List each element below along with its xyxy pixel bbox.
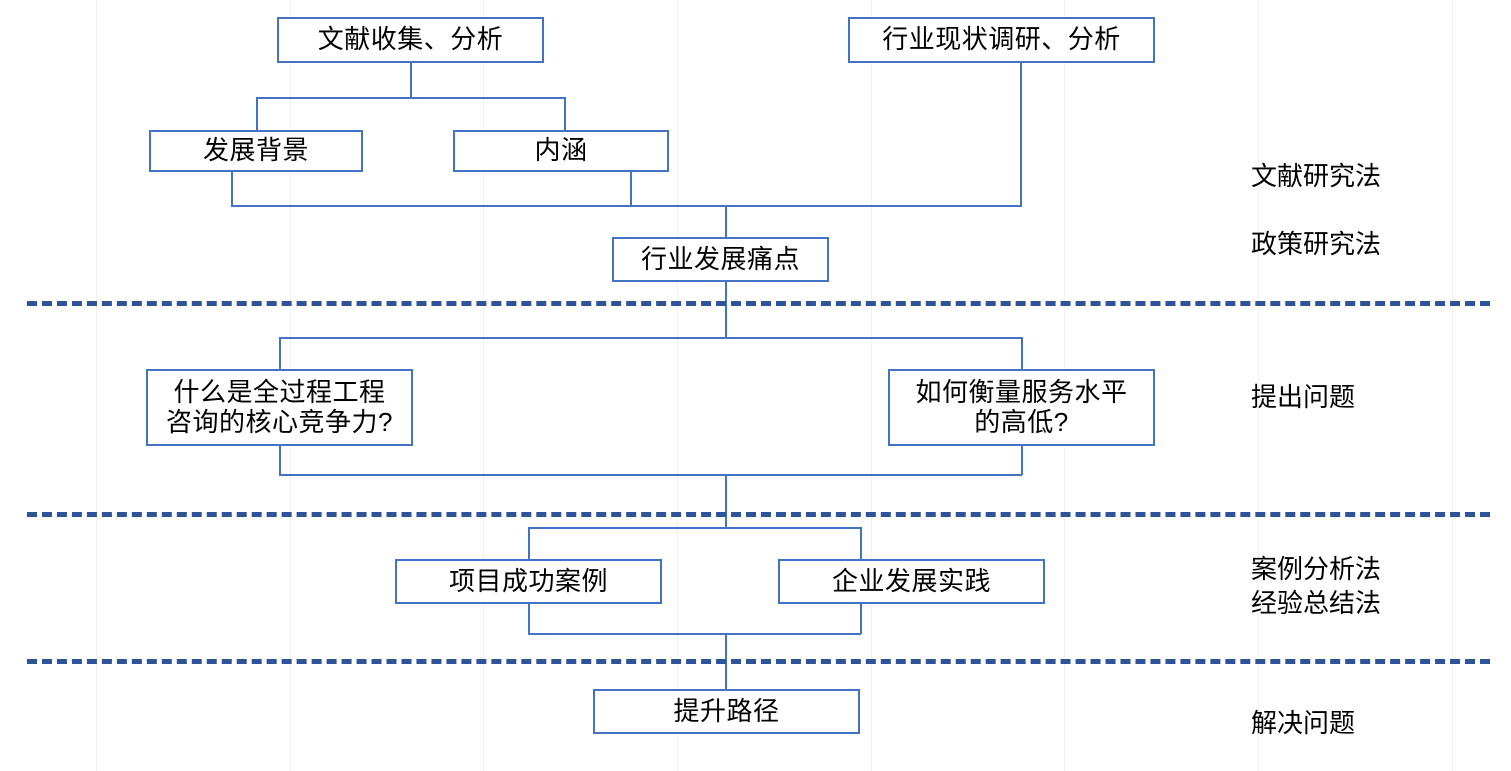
grid-line [1258, 0, 1259, 771]
connector-industry-down [1020, 61, 1022, 207]
connector-to-background [256, 97, 258, 133]
node-industry-survey[interactable]: 行业现状调研、分析 [848, 17, 1155, 63]
node-label: 行业现状调研、分析 [882, 24, 1121, 55]
connector-to-question-core [279, 337, 281, 370]
node-label-line1: 如何衡量服务水平 [915, 376, 1128, 407]
connector-lit-split [256, 97, 566, 99]
connector-to-practice [860, 527, 862, 559]
connector-question-core-down [279, 445, 281, 475]
connector-to-connotation [564, 97, 566, 133]
connector-background-down [231, 170, 233, 207]
connector-connotation-down [630, 170, 632, 207]
node-question-level[interactable]: 如何衡量服务水平 的高低? [888, 369, 1155, 446]
grid-line [871, 0, 872, 771]
connector-merge-pain [231, 205, 1022, 207]
node-label: 文献收集、分析 [317, 24, 504, 55]
grid-line [1452, 0, 1453, 771]
connector-pain-down [725, 281, 727, 339]
connector-lit-down [410, 61, 412, 99]
node-background[interactable]: 发展背景 [149, 130, 363, 172]
node-label-line2: 的高低? [974, 406, 1069, 437]
node-lit-review[interactable]: 文献收集、分析 [277, 17, 544, 63]
connector-merge-cases [528, 633, 861, 635]
node-label: 企业发展实践 [831, 565, 991, 596]
node-label: 项目成功案例 [448, 565, 608, 596]
side-label-stage-solution: 解决问题 [1251, 708, 1356, 738]
connector-question-level-down [1021, 445, 1023, 475]
connector-merge-questions [279, 474, 1022, 476]
node-label: 行业发展痛点 [640, 243, 800, 274]
node-label-line2: 咨询的核心竞争力? [166, 406, 393, 437]
phase-divider-3 [27, 659, 1490, 664]
side-label-stage-question: 提出问题 [1251, 382, 1356, 412]
node-practice[interactable]: 企业发展实践 [778, 559, 1045, 604]
connector-case-success-down [528, 604, 530, 634]
node-label-line1: 什么是全过程工程 [173, 376, 386, 407]
phase-divider-1 [27, 301, 1490, 306]
connector-to-case-success [528, 527, 530, 559]
side-label-method-case: 案例分析法 经验总结法 [1251, 554, 1382, 618]
side-label-method-literature: 文献研究法 [1251, 161, 1382, 191]
grid-line [677, 0, 678, 771]
connector-into-case-split [725, 474, 727, 528]
connector-question-split [279, 337, 1023, 339]
connector-case-split [528, 527, 861, 529]
node-question-core[interactable]: 什么是全过程工程 咨询的核心竞争力? [146, 369, 413, 446]
grid-line [96, 0, 97, 771]
side-label-method-policy: 政策研究法 [1251, 229, 1382, 259]
node-connotation[interactable]: 内涵 [453, 130, 669, 172]
node-label: 提升路径 [673, 695, 780, 726]
grid-line [483, 0, 484, 771]
node-label: 发展背景 [202, 135, 309, 166]
node-label: 内涵 [534, 135, 588, 166]
connector-practice-down [860, 604, 862, 634]
connector-into-pain [725, 205, 727, 237]
node-case-success[interactable]: 项目成功案例 [395, 559, 662, 604]
node-pain-points[interactable]: 行业发展痛点 [612, 237, 829, 282]
connector-to-question-level [1021, 337, 1023, 370]
phase-divider-2 [27, 512, 1490, 517]
node-path[interactable]: 提升路径 [593, 689, 860, 734]
